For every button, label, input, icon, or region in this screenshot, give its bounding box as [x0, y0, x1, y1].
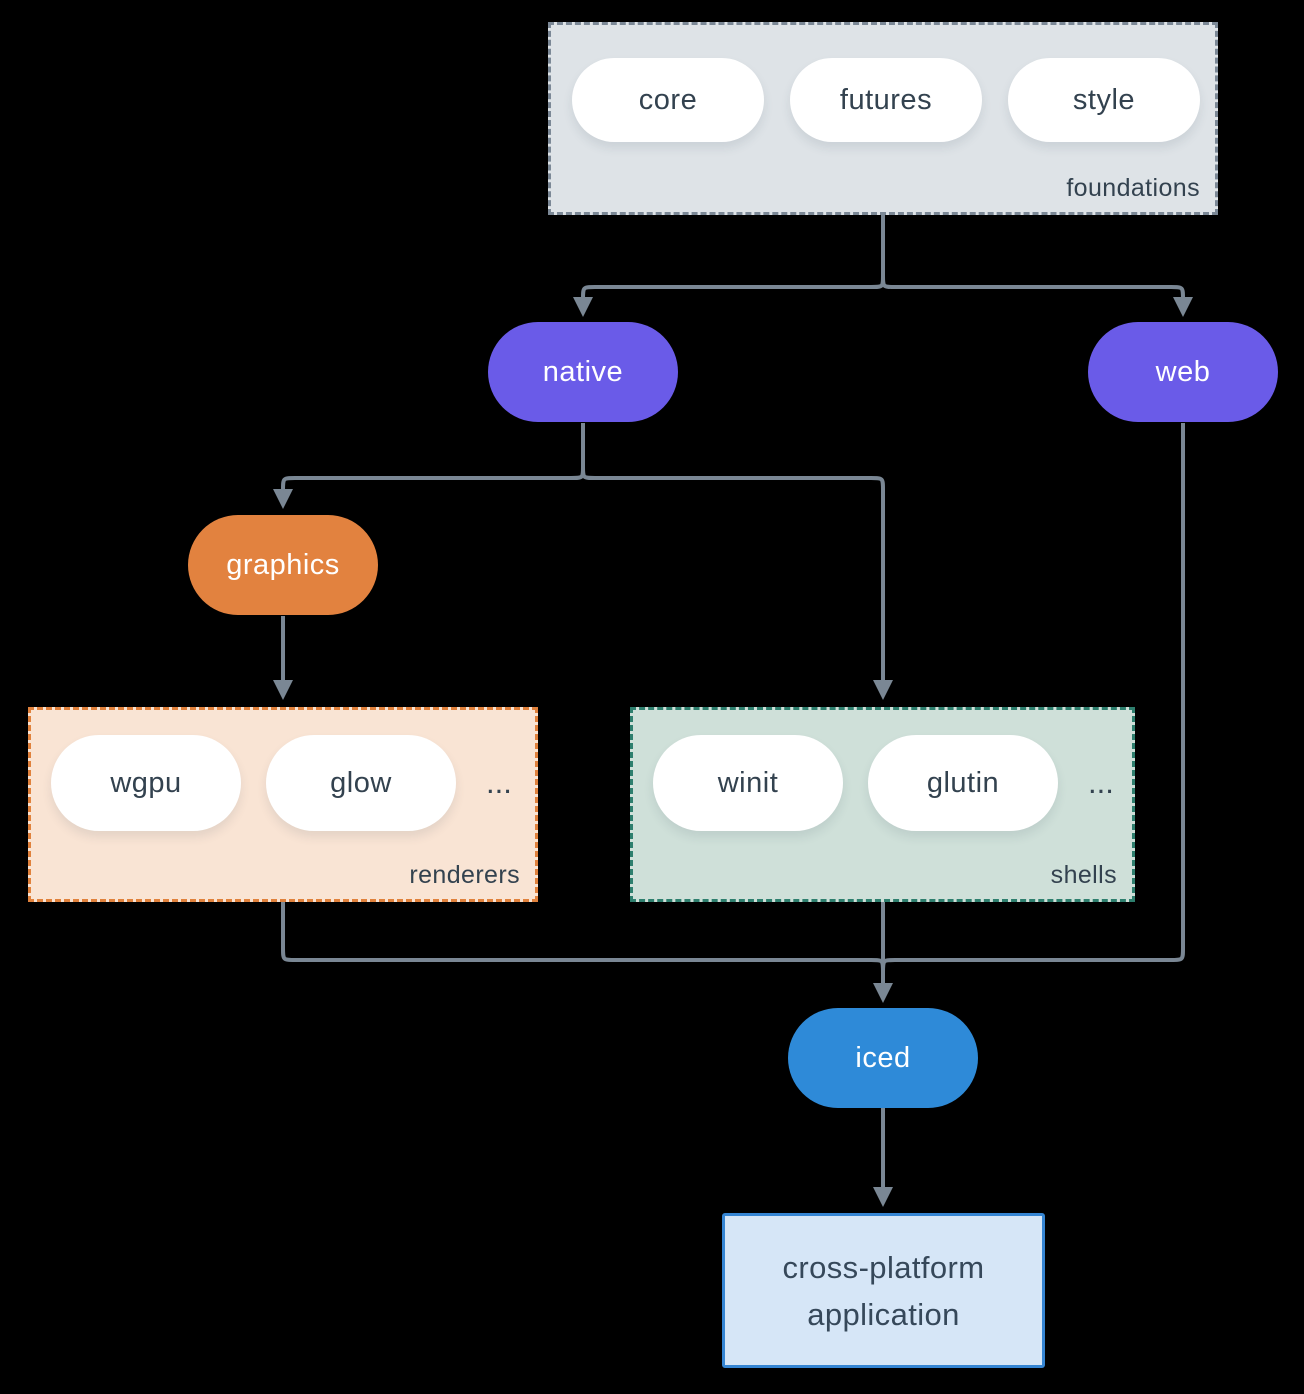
node-style: style — [1008, 58, 1200, 142]
shells-ellipsis: ... — [1088, 765, 1114, 800]
edge-renderers-merge — [281, 902, 885, 973]
edge-foundations-web — [881, 275, 1193, 317]
node-glow: glow — [266, 735, 456, 831]
node-winit: winit — [653, 735, 843, 831]
renderers-chips: wgpu glow ... — [31, 710, 535, 831]
shells-group: winit glutin ... shells — [630, 707, 1135, 902]
node-core: core — [572, 58, 764, 142]
foundations-group: core futures style foundations — [548, 22, 1218, 215]
foundations-label: foundations — [1066, 174, 1200, 202]
node-cross-platform-application: cross-platform application — [722, 1213, 1045, 1368]
node-wgpu: wgpu — [51, 735, 241, 831]
renderers-label: renderers — [409, 861, 520, 889]
edge-native-shells — [581, 466, 893, 700]
node-futures: futures — [790, 58, 982, 142]
renderers-group: wgpu glow ... renderers — [28, 707, 538, 902]
renderers-ellipsis: ... — [486, 765, 512, 800]
foundations-chips: core futures style — [551, 25, 1215, 142]
edge-native-graphics — [273, 466, 585, 509]
edge-foundations-native — [573, 275, 885, 317]
node-graphics: graphics — [188, 515, 378, 615]
node-native: native — [488, 322, 678, 422]
node-web: web — [1088, 322, 1278, 422]
shells-label: shells — [1050, 861, 1117, 889]
node-iced: iced — [788, 1008, 978, 1108]
application-line2: application — [807, 1296, 960, 1332]
node-glutin: glutin — [868, 735, 1058, 831]
shells-chips: winit glutin ... — [633, 710, 1132, 831]
application-line1: cross-platform — [782, 1249, 985, 1285]
